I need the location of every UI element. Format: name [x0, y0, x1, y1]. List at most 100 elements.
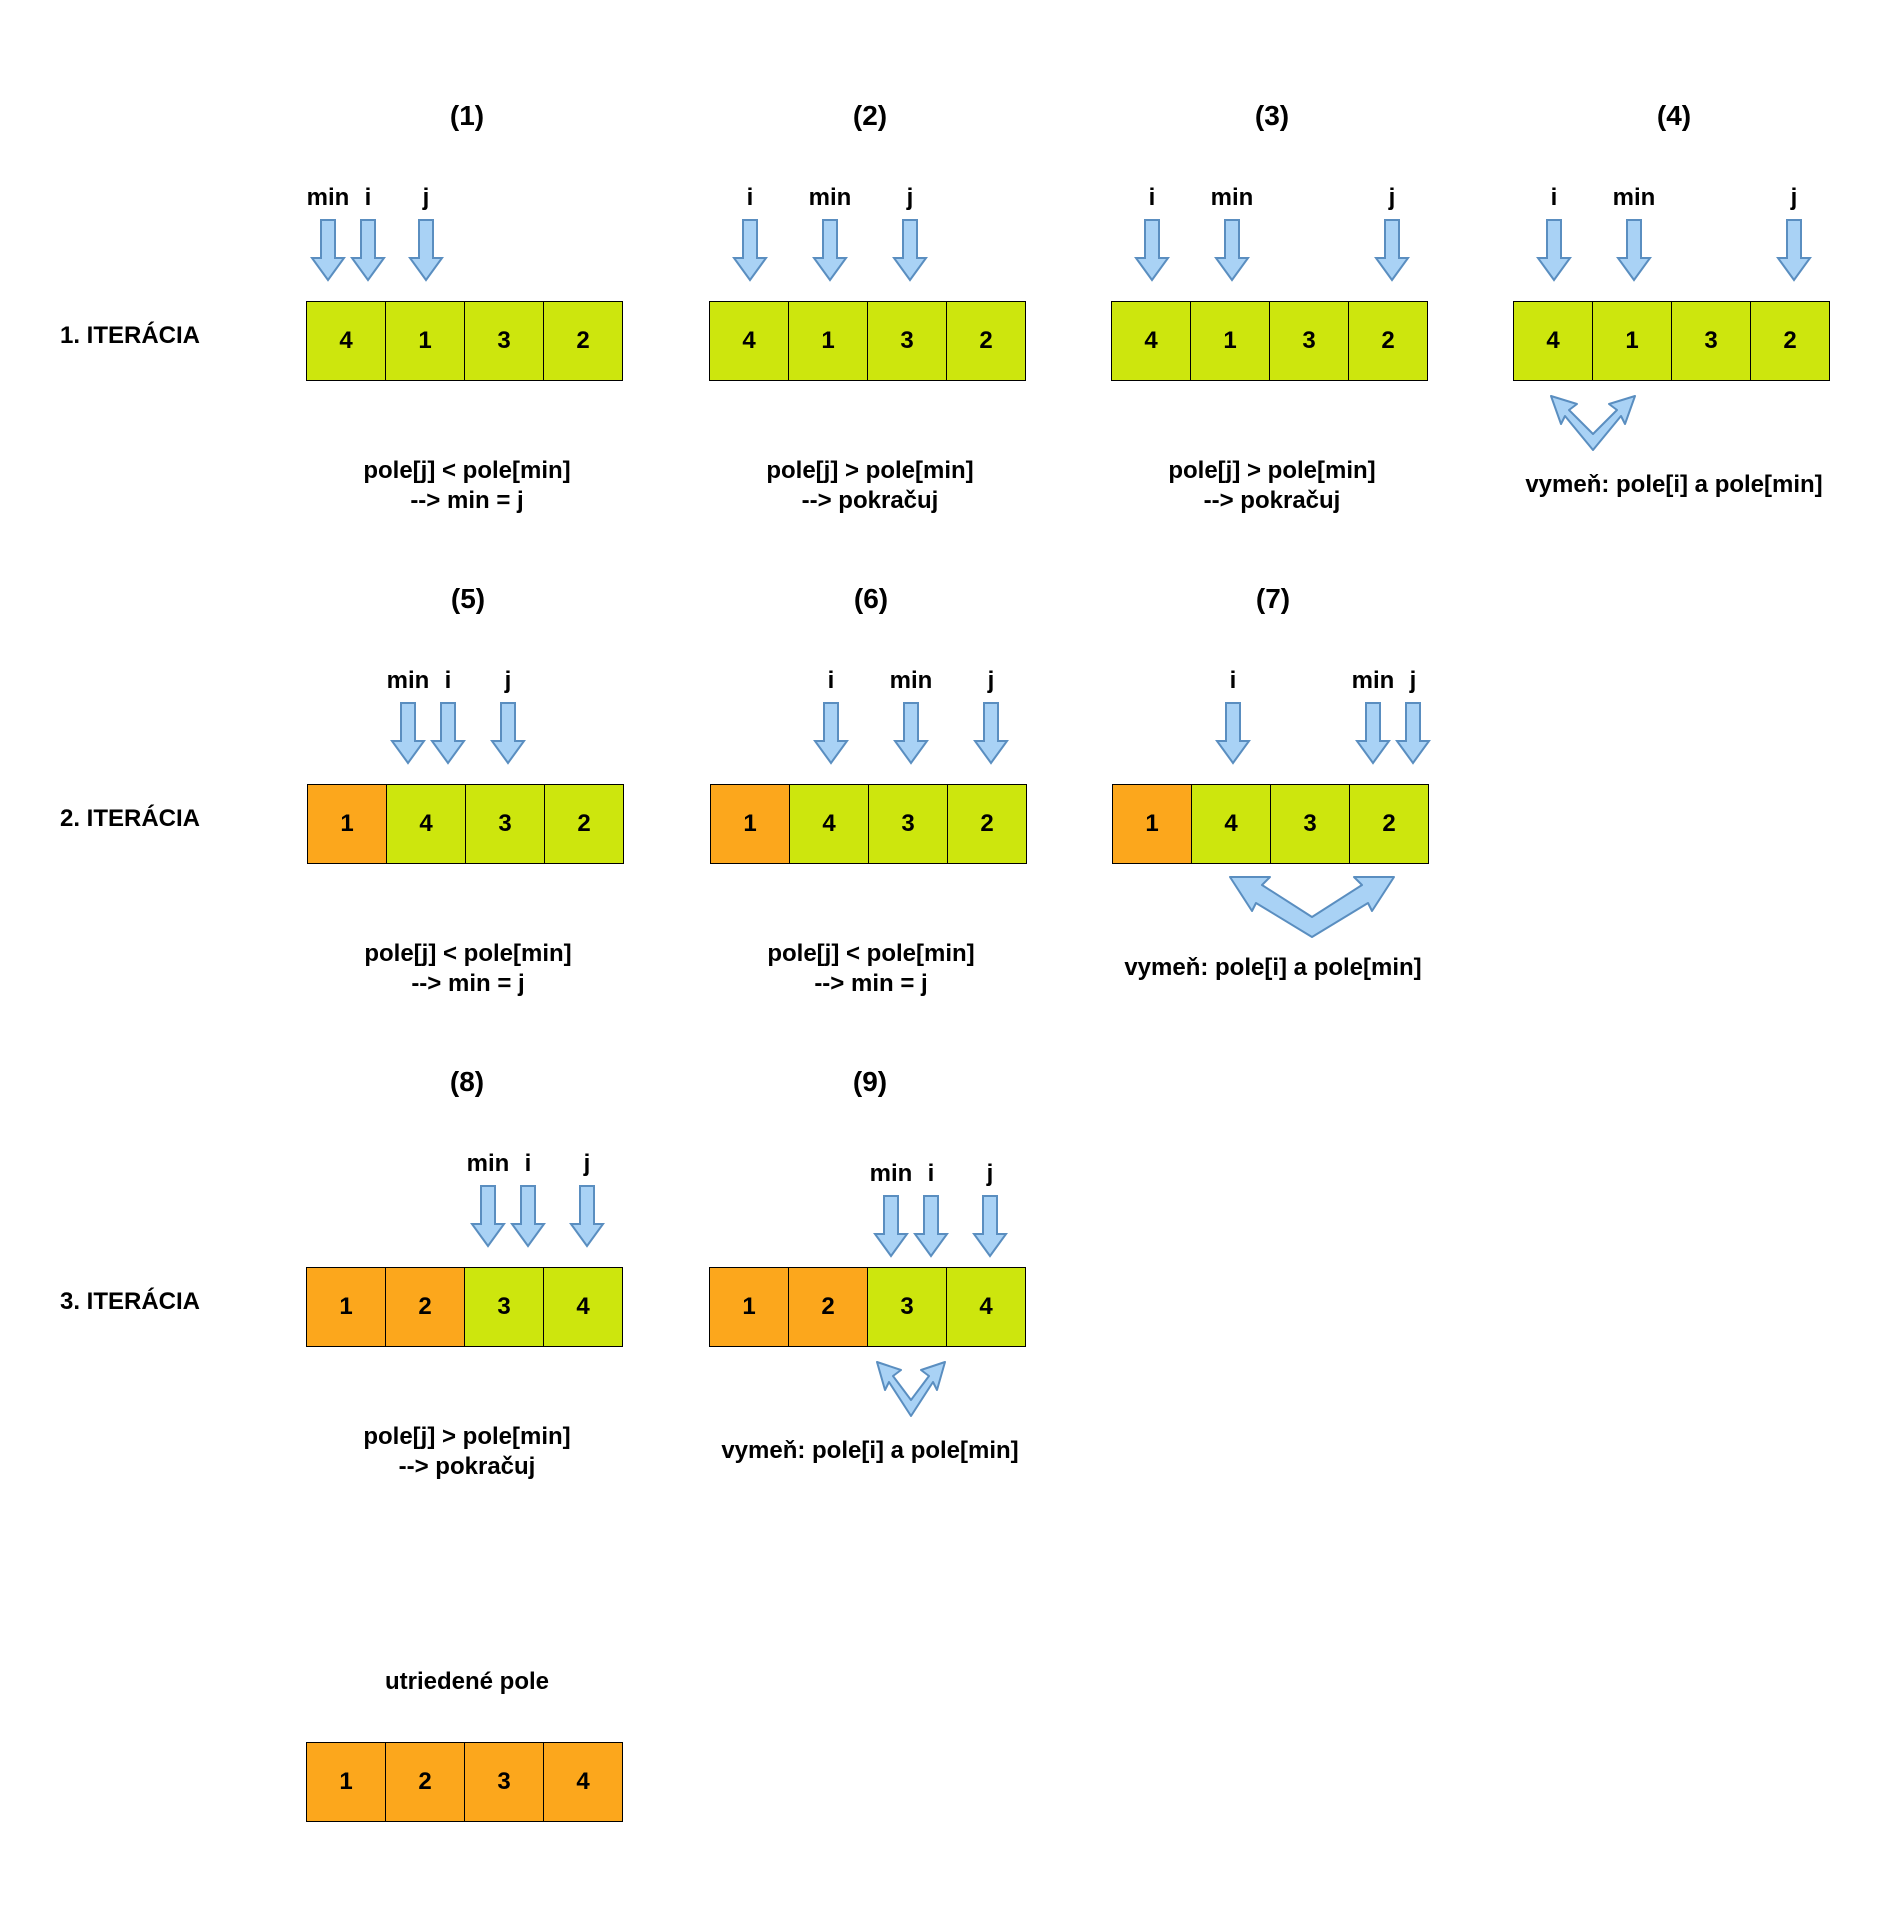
down-arrow-icon [1776, 219, 1812, 282]
pointer-min: min [448, 1066, 528, 1248]
down-arrow-icon [893, 702, 929, 765]
array-cell-sorted: 3 [464, 1742, 544, 1822]
array-cell: 4 [386, 784, 466, 864]
action-text: --> min = j [814, 970, 928, 997]
step-9: (9) min i j 1 2 3 4 vymeň: pole[i] a pol… [709, 1066, 1031, 1506]
pointer-min: min [368, 583, 448, 765]
swap-arrow-icon [1550, 395, 1636, 451]
action-text: --> pokračuj [801, 487, 939, 514]
step-8: (8) min i j 1 2 3 4 pole[j] > pole[min] … [306, 1066, 628, 1506]
sorted-array: 1 2 3 4 [306, 1742, 623, 1822]
array-cell-sorted: 2 [788, 1267, 868, 1347]
down-arrow-icon [1214, 219, 1250, 282]
step-description: vymeň: pole[i] a pole[min] [1513, 470, 1835, 500]
down-arrow-icon [813, 702, 849, 765]
down-arrow-icon [408, 219, 444, 282]
iteration-label-3: 3. ITERÁCIA [60, 1288, 201, 1315]
down-arrow-icon [490, 702, 526, 765]
action-text: --> min = j [410, 487, 524, 514]
step-number: (9) [852, 1066, 888, 1097]
step-3: (3) i min j 4 1 3 2 pole[j] > pole[min] … [1111, 100, 1433, 540]
array-cell: 3 [867, 1267, 947, 1347]
step-4: (4) i min j 4 1 3 2 vymeň: pole[i] a pol… [1513, 100, 1835, 540]
down-arrow-icon [913, 1195, 949, 1258]
condition-text: pole[j] > pole[min] [363, 1423, 571, 1450]
step-description: vymeň: pole[i] a pole[min] [709, 1436, 1031, 1466]
pointer-j: j [950, 1076, 1030, 1258]
array-cell: 4 [306, 301, 386, 381]
array-cell: 4 [1513, 301, 1593, 381]
condition-text: pole[j] > pole[min] [1168, 457, 1376, 484]
pointer-label: j [583, 1150, 591, 1177]
pointer-label: j [504, 667, 512, 694]
condition-text: pole[j] > pole[min] [766, 457, 974, 484]
pointer-min: min [790, 100, 870, 282]
pointer-i: i [488, 1066, 568, 1248]
pointer-label: i [827, 667, 835, 694]
array-cell: 4 [1191, 784, 1271, 864]
array-cell-sorted: 1 [306, 1267, 386, 1347]
pointer-label: j [422, 184, 430, 211]
step-number: (3) [1254, 100, 1290, 131]
array: 4 1 3 2 [709, 301, 1026, 381]
pointer-label: j [987, 667, 995, 694]
down-arrow-icon [430, 702, 466, 765]
action-text: --> min = j [411, 970, 525, 997]
action-text: vymeň: pole[i] a pole[min] [1525, 471, 1823, 498]
down-arrow-icon [732, 219, 768, 282]
pointer-i: i [791, 583, 871, 765]
array-cell: 3 [1269, 301, 1349, 381]
pointer-min: min [1333, 583, 1413, 765]
pointer-min: min [1594, 100, 1674, 282]
pointer-j: j [1754, 100, 1834, 282]
down-arrow-icon [1616, 219, 1652, 282]
array-cell: 1 [1190, 301, 1270, 381]
pointer-label: j [1388, 184, 1396, 211]
down-arrow-icon [1536, 219, 1572, 282]
swap-arrow-icon [876, 1361, 946, 1417]
pointer-label: j [906, 184, 914, 211]
pointer-j: j [547, 1066, 627, 1248]
array-cell: 2 [1750, 301, 1830, 381]
step-number: (6) [853, 583, 889, 614]
pointer-label: i [746, 184, 754, 211]
array-cell: 3 [1270, 784, 1350, 864]
array-cell: 3 [464, 1267, 544, 1347]
pointer-j: j [1373, 583, 1453, 765]
array: 1 4 3 2 [307, 784, 624, 864]
array: 4 1 3 2 [1513, 301, 1830, 381]
condition-text: pole[j] < pole[min] [767, 940, 975, 967]
array-cell: 1 [1592, 301, 1672, 381]
pointer-label: i [444, 667, 452, 694]
pointer-label: j [1409, 667, 1417, 694]
array: 4 1 3 2 [306, 301, 623, 381]
array-cell: 3 [867, 301, 947, 381]
pointer-j: j [870, 100, 950, 282]
array-cell: 3 [465, 784, 545, 864]
pointer-label: i [927, 1160, 935, 1187]
down-arrow-icon [812, 219, 848, 282]
step-number: (2) [852, 100, 888, 131]
array-cell-sorted: 1 [307, 784, 387, 864]
iteration-label-2: 2. ITERÁCIA [60, 805, 201, 832]
step-7: (7) i min j 1 4 3 2 vymeň: pole[i] a pol… [1112, 583, 1434, 1023]
action-text: --> pokračuj [1203, 487, 1341, 514]
pointer-label: i [1148, 184, 1156, 211]
down-arrow-icon [1215, 702, 1251, 765]
action-text: --> pokračuj [398, 1453, 536, 1480]
array-cell: 3 [464, 301, 544, 381]
condition-text: pole[j] < pole[min] [363, 457, 571, 484]
step-6: (6) i min j 1 4 3 2 pole[j] < pole[min] … [710, 583, 1032, 1023]
down-arrow-icon [470, 1185, 506, 1248]
pointer-j: j [951, 583, 1031, 765]
pointer-label: i [524, 1150, 532, 1177]
down-arrow-icon [390, 702, 426, 765]
step-5: (5) min i j 1 4 3 2 pole[j] < pole[min] … [307, 583, 629, 1023]
array-cell: 2 [544, 784, 624, 864]
down-arrow-icon [892, 219, 928, 282]
array-cell-sorted: 4 [543, 1742, 623, 1822]
pointer-i: i [328, 100, 408, 282]
array-cell: 4 [543, 1267, 623, 1347]
step-2: (2) i min j 4 1 3 2 pole[j] > pole[min] … [709, 100, 1031, 540]
pointer-label: j [1790, 184, 1798, 211]
